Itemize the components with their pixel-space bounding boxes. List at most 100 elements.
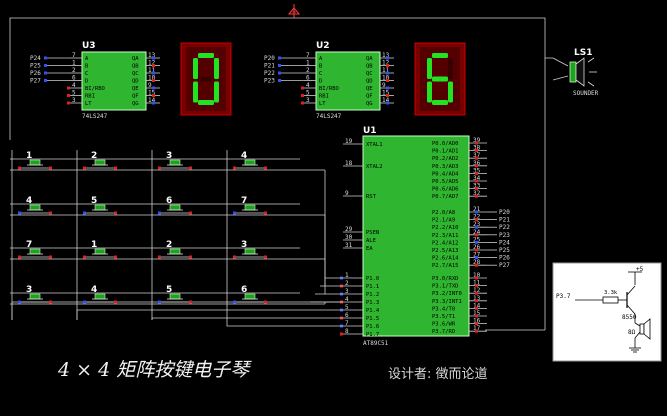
decoder-pin-number: 13	[148, 52, 156, 59]
decoder-pin-name: C	[85, 71, 88, 77]
decoder-part: 74LS247	[82, 113, 108, 120]
net-label: P23	[264, 78, 275, 85]
pin-state-marker	[189, 255, 192, 259]
decoder-pin-number: 1	[72, 60, 76, 67]
decoder-pin-name: C	[319, 71, 322, 77]
mcu-pin-number: 15	[473, 310, 481, 317]
pin-state-marker	[67, 101, 70, 105]
mcu-pin-name: ALE	[366, 238, 376, 244]
decoder-pin-number: 3	[72, 97, 76, 104]
net-label: P27	[30, 78, 41, 85]
seven-segment-display-right	[414, 42, 466, 116]
pin-state-marker	[264, 255, 267, 259]
mcu-pin-name: P2.0/A8	[432, 210, 455, 216]
pin-state-marker	[189, 300, 192, 304]
mcu-pin-number: 10	[473, 272, 481, 279]
segment-g	[432, 76, 448, 82]
mcu-pin-number: 22	[473, 214, 481, 221]
decoder-pin-number: 15	[148, 90, 156, 97]
decoder-pin-number: 9	[382, 82, 386, 89]
net-label: P22	[264, 70, 275, 77]
pin-state-marker	[278, 71, 281, 75]
mcu-pin-name: P1.6	[366, 324, 379, 330]
mcu-pin-number: 4	[345, 296, 349, 303]
keypad-key[interactable]: 4	[233, 151, 267, 170]
net-label: P25	[30, 63, 41, 70]
segment-b	[214, 58, 219, 79]
decoder-pin-number: 6	[306, 75, 310, 82]
keypad-key[interactable]: 2	[158, 240, 192, 259]
pin-state-marker	[49, 255, 52, 259]
key-label: 6	[241, 285, 247, 295]
keypad-key[interactable]: 1	[83, 240, 117, 259]
pin-state-marker	[475, 225, 478, 229]
keypad-key[interactable]: 1	[18, 151, 52, 170]
decoder-pin-name: B	[85, 64, 89, 70]
pin-state-marker	[278, 56, 281, 60]
pin-state-marker	[475, 314, 478, 318]
segment-e	[193, 81, 198, 103]
keypad-key[interactable]: 7	[233, 196, 267, 215]
keypad-col-to-mcu	[11, 301, 343, 320]
keypad-key[interactable]: 6	[158, 196, 192, 215]
keypad-key[interactable]: 5	[83, 196, 117, 215]
mcu-pin-name: P1.5	[366, 316, 379, 322]
mcu-pin-number: 39	[473, 137, 481, 144]
segment-g	[198, 76, 214, 82]
pin-state-marker	[264, 166, 267, 170]
pin-state-marker	[475, 233, 478, 237]
pin-state-marker	[152, 86, 155, 90]
pin-state-marker	[189, 211, 192, 215]
decoder-ref: U2	[316, 41, 330, 51]
keypad-key[interactable]: 2	[83, 151, 117, 170]
pin-state-marker	[475, 263, 478, 267]
mcu-pin-number: 35	[473, 167, 481, 174]
keypad-key[interactable]: 3	[18, 285, 52, 304]
keypad-key[interactable]: 4	[18, 196, 52, 215]
net-label: P22	[499, 224, 510, 231]
pin-state-marker	[386, 64, 389, 67]
pin-state-marker	[475, 322, 478, 326]
pin-state-marker	[475, 306, 478, 310]
pin-state-marker	[475, 194, 478, 198]
keypad-key[interactable]: 7	[18, 240, 52, 259]
keypad-key[interactable]: 5	[158, 285, 192, 304]
decoder-pin-number: 7	[72, 52, 76, 59]
decoder-pin-name: QD	[366, 79, 373, 85]
net-label: P26	[30, 70, 41, 77]
decoder-pin-name: QC	[366, 71, 373, 77]
decoder-pin-name: BI/RBO	[319, 86, 339, 92]
segment-c	[214, 81, 219, 103]
mcu-pin-number: 13	[473, 295, 481, 302]
key-label: 2	[166, 240, 172, 250]
decoder-body	[81, 51, 147, 111]
segment-f	[427, 58, 432, 79]
mcu-pin-name: P3.4/T0	[432, 306, 455, 312]
keypad-key[interactable]: 3	[233, 240, 267, 259]
pin-state-marker	[152, 71, 155, 75]
keypad-key[interactable]: 6	[233, 285, 267, 304]
mcu-pin-number: 30	[345, 234, 353, 241]
keypad-col-to-mcu	[226, 320, 343, 327]
decoder-pin-number: 15	[382, 90, 390, 97]
keypad-key[interactable]: 4	[83, 285, 117, 304]
mcu-pin-number: 37	[473, 152, 481, 159]
decoder-pin-number: 11	[382, 67, 390, 74]
decoder-pin-name: RBI	[85, 94, 95, 100]
mcu-pin-number: 34	[473, 175, 481, 182]
mcu-pin-name: P2.7/A15	[432, 263, 459, 269]
circuit-title: 4 × 4 矩阵按键电子琴	[57, 359, 252, 381]
inset-speaker-ohms: 8Ω	[628, 329, 636, 336]
pin-state-marker	[475, 187, 478, 191]
decoder-pin-number: 9	[148, 82, 152, 89]
keypad-key[interactable]: 3	[158, 151, 192, 170]
mcu-pin-name: P2.3/A11	[432, 233, 459, 239]
pin-state-marker	[83, 211, 86, 215]
decoder-pin-name: B	[319, 64, 323, 70]
mcu-pin-number: 6	[345, 312, 349, 319]
net-label: P24	[30, 55, 41, 62]
pin-state-marker	[158, 255, 161, 259]
decoder-pin-number: 6	[72, 75, 76, 82]
decoder-pin-number: 10	[382, 75, 390, 82]
